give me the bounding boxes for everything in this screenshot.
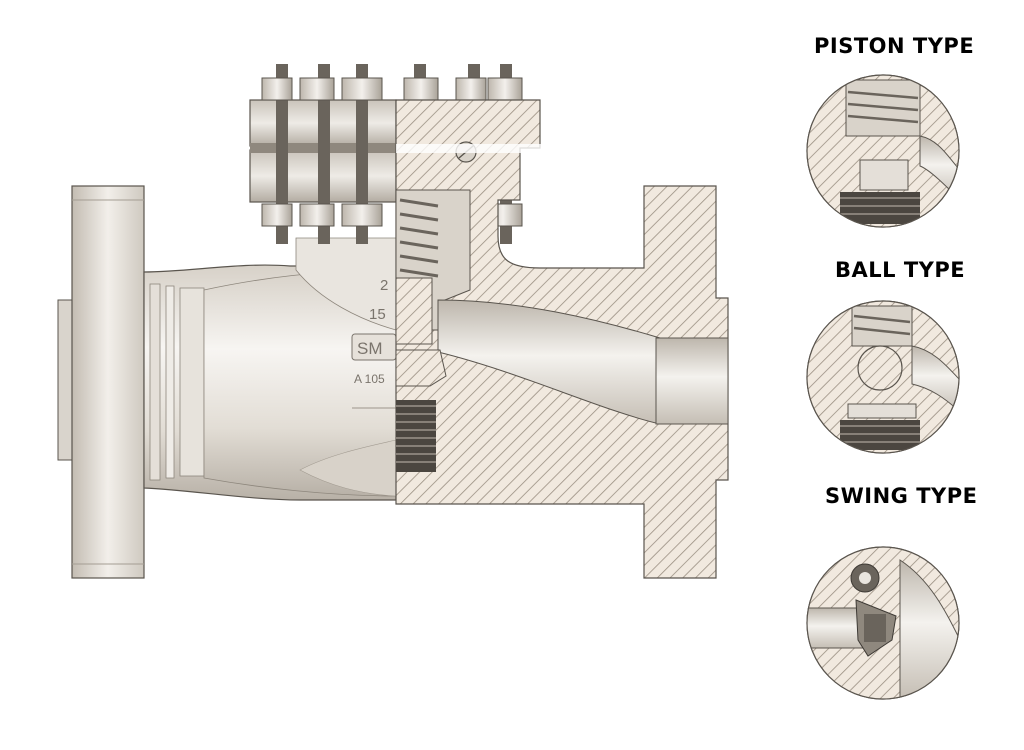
inlet-threads	[396, 400, 436, 472]
valve-section	[395, 99, 729, 579]
top-nuts	[261, 77, 523, 101]
marking-class: 15	[369, 306, 386, 323]
spring	[399, 198, 439, 278]
swing-type-label: SWING TYPE	[825, 484, 978, 508]
ball-type-label: BALL TYPE	[835, 258, 966, 282]
marking-material: A 105	[354, 372, 385, 386]
body-markings: 2 15 SM A 105	[354, 277, 388, 386]
ball-detail	[806, 300, 960, 454]
piston-detail	[806, 74, 960, 228]
swing-detail	[806, 546, 960, 700]
marking-size: 2	[380, 277, 388, 294]
valve-body-exterior	[143, 237, 397, 501]
left-flange	[57, 185, 145, 579]
marking-brand: SM	[357, 339, 383, 358]
bottom-nuts	[261, 203, 523, 227]
piston-type-label: PISTON TYPE	[814, 34, 975, 58]
